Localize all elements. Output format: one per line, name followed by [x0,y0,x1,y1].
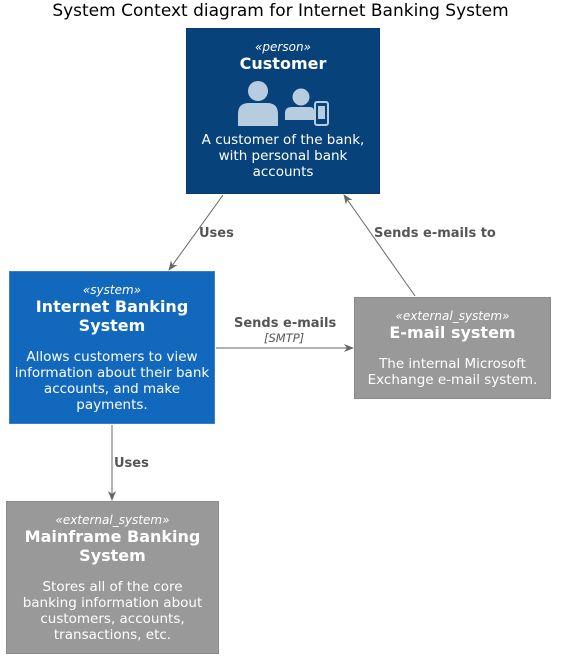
email-name: E-mail system [389,323,516,342]
edge-label-sends-emails-to: Sends e-mails to [374,226,496,241]
mobile-user-icon [284,88,329,126]
email-description: The internal Microsoft Exchange e-mail s… [367,356,538,388]
mainframe-description: Stores all of the core banking informati… [22,579,203,643]
internet-banking-system-box[interactable]: «system» Internet Banking System Allows … [9,271,215,424]
internet-banking-stereotype: «system» [82,283,142,297]
edge-label-sends-emails: Sends e-mails [234,316,337,331]
edge-email-to-customer [343,194,416,297]
customer-person-box[interactable]: «person» Customer A customer of the bank… [186,28,380,194]
internet-banking-name: Internet Banking System [35,297,189,335]
edge-label-mainframe-uses: Uses [114,456,149,471]
edge-label-customer-uses: Uses [199,226,234,241]
user-icon [237,81,278,126]
diagram-title: System Context diagram for Internet Bank… [52,1,509,21]
internet-banking-description: Allows customers to view information abo… [14,349,210,413]
edge-customer-to-internet-banking [168,194,224,271]
customer-icons [237,80,330,126]
mainframe-stereotype: «external_system» [55,513,170,527]
mainframe-banking-system-box[interactable]: «external_system» Mainframe Banking Syst… [6,501,219,654]
edge-technology-smtp: [SMTP] [264,331,305,345]
customer-stereotype: «person» [255,40,311,54]
customer-description: A customer of the bank, with personal ba… [201,132,365,180]
mainframe-name: Mainframe Banking System [24,527,201,565]
email-stereotype: «external_system» [395,309,510,323]
email-system-box[interactable]: «external_system» E-mail system The inte… [354,297,551,399]
customer-name: Customer [239,54,327,73]
